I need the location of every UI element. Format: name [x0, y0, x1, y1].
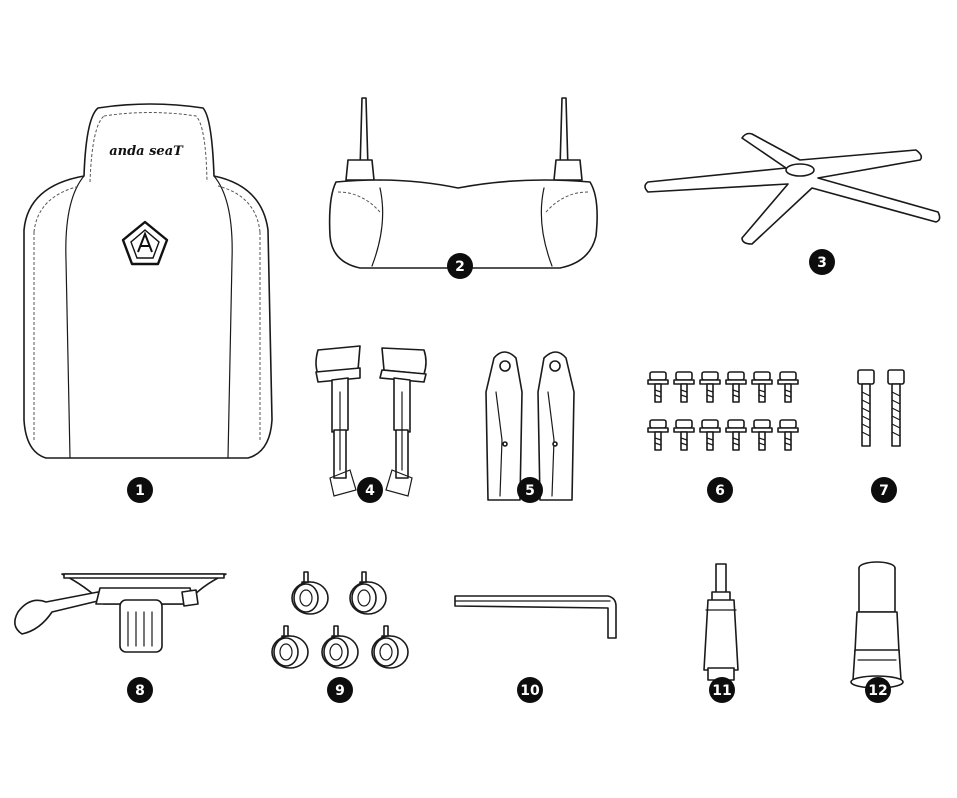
armrests-icon: [315, 345, 427, 497]
screw-icon: [777, 371, 799, 403]
part-number-badge: 3: [809, 249, 835, 275]
part-number-badge: 7: [871, 477, 897, 503]
gas-lift-cover-icon: [850, 561, 904, 689]
part-number-badge: 10: [517, 677, 543, 703]
part-number-badge: 1: [127, 477, 153, 503]
long-bolts-icon: [857, 369, 905, 447]
part-number-label: 8: [135, 683, 145, 699]
part-number-label: 4: [365, 483, 375, 499]
screw-icon: [751, 371, 773, 403]
screw-icon: [699, 419, 721, 451]
gas-lift-icon: [703, 563, 739, 681]
part-number-label: 5: [525, 483, 535, 499]
part-number-badge: 8: [127, 677, 153, 703]
backrest-icon: anda seaT: [23, 103, 273, 459]
part-number-label: 9: [335, 683, 345, 699]
part-number-badge: 12: [865, 677, 891, 703]
part-number-badge: 5: [517, 477, 543, 503]
screw-icon: [777, 419, 799, 451]
part-number-label: 7: [879, 483, 889, 499]
part-number-label: 1: [135, 483, 145, 499]
part-number-badge: 11: [709, 677, 735, 703]
side-covers-icon: [485, 351, 575, 501]
brand-logo-text: anda seaT: [109, 144, 184, 159]
brand-emblem-icon: [121, 220, 169, 266]
part-number-label: 10: [520, 683, 540, 699]
allen-key-icon: [454, 595, 617, 639]
caster-wheel-icon: [371, 625, 409, 669]
tilt-mechanism-icon: [14, 573, 227, 653]
part-number-badge: 2: [447, 253, 473, 279]
screw-icon: [673, 419, 695, 451]
screw-icon: [647, 371, 669, 403]
seat-cushion-icon: [328, 97, 598, 269]
short-screws-icon: [647, 371, 799, 451]
caster-wheel-icon: [291, 571, 329, 615]
screw-icon: [751, 419, 773, 451]
five-star-base-icon: [644, 132, 941, 245]
caster-wheel-icon: [321, 625, 359, 669]
part-number-label: 6: [715, 483, 725, 499]
part-number-badge: 9: [327, 677, 353, 703]
screw-icon: [673, 371, 695, 403]
casters-icon: [271, 571, 409, 669]
caster-wheel-icon: [271, 625, 309, 669]
part-number-badge: 6: [707, 477, 733, 503]
screw-icon: [699, 371, 721, 403]
part-number-label: 11: [712, 683, 731, 699]
caster-wheel-icon: [349, 571, 387, 615]
screw-icon: [725, 371, 747, 403]
part-number-badge: 4: [357, 477, 383, 503]
part-number-label: 2: [455, 259, 465, 275]
screw-icon: [725, 419, 747, 451]
screw-icon: [647, 419, 669, 451]
part-number-label: 12: [868, 683, 887, 699]
part-number-label: 3: [817, 255, 827, 271]
